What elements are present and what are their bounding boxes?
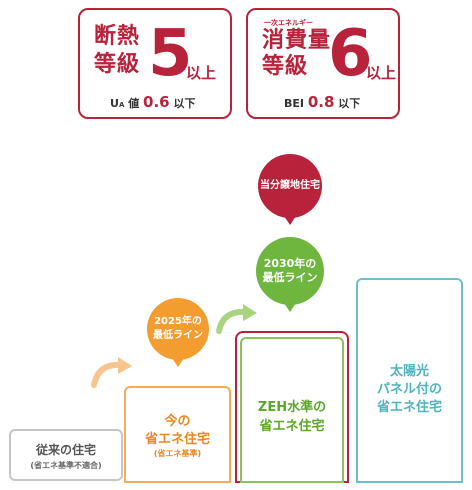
insulation-title-line1: 断熱 — [94, 24, 141, 49]
conventional-label: 従来の住宅 — [35, 443, 96, 457]
bei-unit: 以下 — [338, 97, 361, 110]
bubble-tail — [284, 216, 296, 225]
current-efficient-line2: 省エネ住宅 — [144, 432, 210, 447]
current-efficient-note: (省エネ基準) — [153, 449, 202, 458]
insulation-title-line2: 等級 — [94, 52, 141, 77]
solar-line2: パネル付の — [376, 382, 442, 397]
ua-label-sub: A — [118, 101, 125, 109]
arrow-up-right-icon — [91, 357, 132, 388]
arrow-up-right-icon — [216, 304, 257, 334]
insulation-grade-number: 5 — [148, 17, 193, 91]
current-efficient-house-column: 今の 省エネ住宅 (省エネ基準) — [124, 386, 231, 483]
bubble-2030-line1: 2030年の — [263, 257, 317, 270]
energy-grade-suffix: 以上 — [366, 64, 397, 82]
bubble-2030-line2: 最低ライン — [262, 271, 318, 284]
energy-metric: BEI 0.8 以下 — [284, 93, 360, 111]
bubble-2025: 2025年の 最低ライン — [147, 298, 209, 367]
ua-label-main: U — [110, 97, 119, 110]
bubble-2030: 2030年の 最低ライン — [256, 237, 324, 312]
bubble-tail — [284, 303, 296, 312]
zeh-line1: ZEH水準の — [257, 400, 327, 415]
ua-value: 0.6 — [143, 93, 170, 111]
ua-unit: 以下 — [173, 97, 196, 110]
bubble-2025-line2: 最低ライン — [153, 330, 203, 341]
conventional-house-column: 従来の住宅 (省エネ基準不適合) — [9, 429, 123, 481]
current-efficient-line1: 今の — [164, 414, 191, 429]
energy-grade-number: 6 — [328, 17, 373, 91]
current-development-label: 当分譲地住宅 — [260, 180, 320, 191]
ua-label-tail: 値 — [124, 97, 140, 110]
insulation-grade-card: 断熱 等級 5 以上 UA 値 0.6 以下 — [78, 8, 232, 119]
conventional-sublabel: (省エネ基準不適合) — [30, 461, 102, 470]
bubble-tail — [172, 358, 184, 367]
solar-line3: 省エネ住宅 — [376, 400, 442, 415]
energy-title-line1: 消費量 — [262, 28, 332, 53]
solar-house-column: 太陽光 パネル付の 省エネ住宅 — [356, 278, 463, 483]
bei-label: BEI — [284, 97, 304, 110]
energy-title-line2: 等級 — [262, 54, 309, 79]
insulation-grade-suffix: 以上 — [186, 64, 217, 82]
zeh-line2: 省エネ住宅 — [259, 419, 325, 434]
bubble-2025-line1: 2025年の — [154, 316, 202, 327]
bei-value: 0.8 — [307, 93, 335, 111]
current-development-bubble: 当分譲地住宅 — [258, 154, 322, 225]
energy-small-title: 一次エネルギー — [264, 19, 313, 27]
energy-grade-card: 一次エネルギー 消費量 等級 6 以上 BEI 0.8 以下 — [246, 8, 400, 119]
solar-line1: 太陽光 — [389, 364, 429, 379]
insulation-metric: UA 値 0.6 以下 — [110, 93, 195, 111]
zeh-house-column: ZEH水準の 省エネ住宅 — [240, 337, 344, 483]
